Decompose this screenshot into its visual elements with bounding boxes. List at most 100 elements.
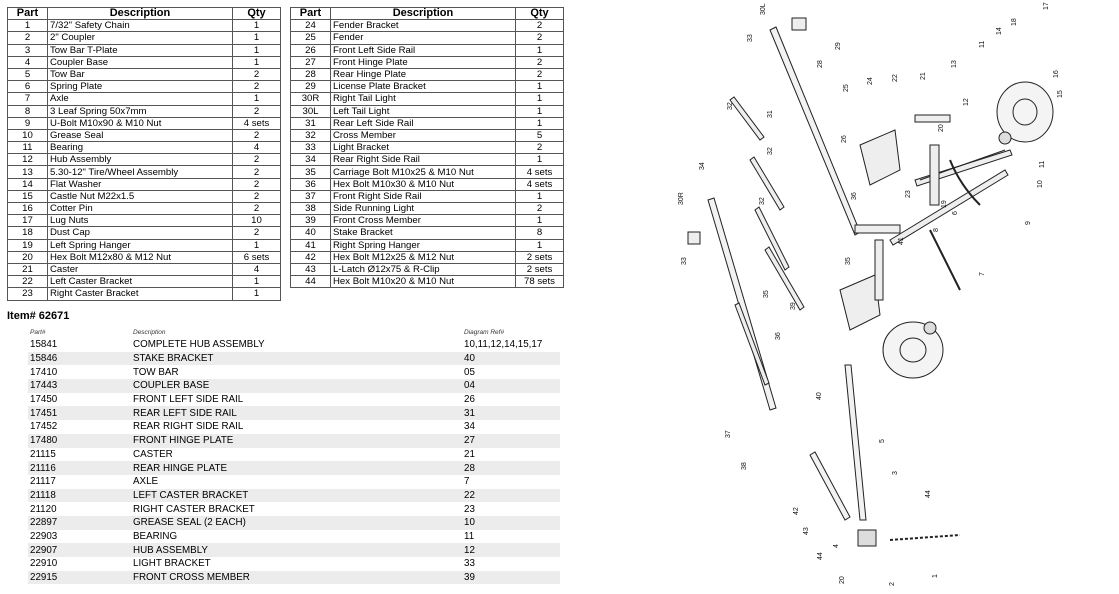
callout-label: 23 (905, 190, 912, 198)
callout-label: 20 (938, 124, 945, 132)
part-number: 17480 (30, 435, 58, 447)
tire-wheel-assembly (996, 81, 1054, 143)
part-cell: 2 (7, 31, 48, 45)
diagram-ref: 26 (464, 394, 475, 406)
part-cell: 30L (290, 104, 331, 118)
description-cell: License Plate Bracket (330, 80, 516, 94)
part-cell: 5 (7, 67, 48, 82)
part-cell: 16 (7, 201, 48, 216)
description-cell: Front Hinge Plate (330, 55, 516, 69)
description: REAR HINGE PLATE (133, 462, 227, 474)
diagram-ref: 10,11,12,14,15,17 (464, 339, 543, 351)
callout-label: 36 (851, 192, 858, 200)
description-cell: Front Cross Member (330, 214, 516, 228)
part-cell: 33 (290, 141, 331, 155)
callout-label: 37 (725, 430, 732, 438)
part-number: 21117 (30, 476, 56, 488)
qty-cell: 2 (232, 226, 281, 240)
callout-label: 11 (979, 41, 986, 48)
qty-cell: 1 (232, 287, 281, 301)
qty-cell: 1 (232, 92, 281, 106)
description-cell: L-Latch Ø12x75 & R-Clip (330, 262, 516, 277)
qty-cell: 1 (232, 43, 281, 57)
part-cell: 11 (7, 141, 48, 155)
callout-label: 42 (793, 507, 800, 515)
diagram-ref: 11 (464, 530, 475, 542)
description-cell: 2" Coupler (47, 31, 233, 45)
callout-label: 15 (1057, 90, 1064, 98)
part-cell: 18 (7, 226, 48, 240)
callout-label: 6 (952, 211, 959, 215)
qty-cell: 2 sets (515, 250, 564, 264)
part-cell: 20 (7, 250, 48, 264)
callout-label: 33 (681, 257, 688, 265)
qty-cell: 2 (232, 201, 281, 216)
callout-label: 13 (951, 60, 958, 68)
callout-label: 26 (841, 135, 848, 143)
callout-label: 9 (1025, 221, 1032, 225)
list-header-part-number: Part# (30, 328, 46, 336)
list-header-diagram-ref: Diagram Ref# (464, 328, 505, 336)
callout-label: 32 (727, 102, 734, 110)
qty-cell: 1 (515, 80, 564, 94)
cross-member (754, 206, 790, 271)
description: CASTER (133, 448, 173, 460)
spring-hanger (929, 144, 940, 206)
description: REAR RIGHT SIDE RAIL (133, 421, 244, 433)
part-cell: 39 (290, 214, 331, 228)
qty-cell: 1 (232, 31, 281, 45)
qty-cell: 4 (232, 262, 281, 277)
right-spring-hanger (874, 239, 884, 301)
description-cell: Stake Bracket (330, 226, 516, 240)
description: COUPLER BASE (133, 380, 210, 392)
part-cell: 30R (290, 92, 331, 106)
description-cell: Front Right Side Rail (330, 189, 516, 204)
hub-assembly (998, 131, 1012, 145)
qty-cell: 2 (515, 201, 564, 216)
callout-label: 41 (898, 237, 905, 245)
part-number: 22910 (30, 558, 58, 570)
part-cell: 37 (290, 189, 331, 204)
caster-bracket (914, 114, 951, 123)
callout-label: 8 (933, 228, 940, 232)
description-cell: Light Bracket (330, 141, 516, 155)
callout-label: 30R (678, 192, 685, 205)
callout-label: 20 (839, 576, 846, 584)
diagram-ref: 31 (464, 407, 475, 419)
callout-label: 14 (996, 27, 1003, 35)
part-cell: 32 (290, 128, 331, 143)
description-cell: Hex Bolt M12x80 & M12 Nut (47, 250, 233, 264)
list-header-description: Description (133, 328, 166, 336)
diagram-ref: 05 (464, 366, 475, 378)
callout-label: 39 (790, 302, 797, 310)
part-cell: 12 (7, 153, 48, 167)
description: TOW BAR (133, 366, 179, 378)
part-cell: 25 (290, 31, 331, 45)
